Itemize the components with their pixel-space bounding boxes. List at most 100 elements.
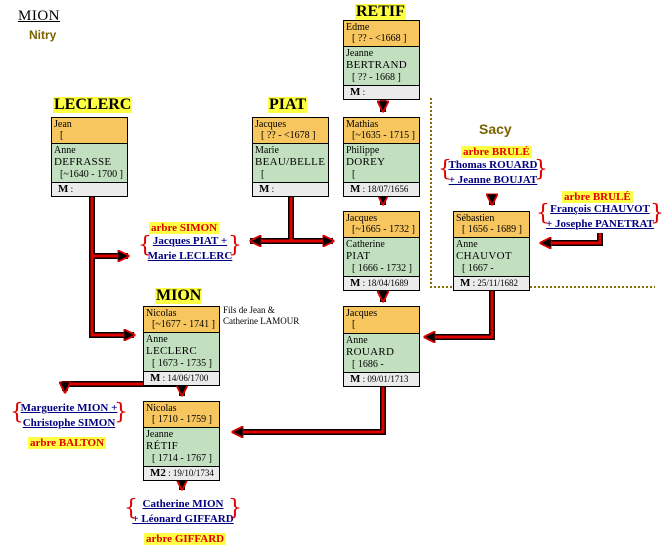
husband-dates: [~1677 - 1741 ]: [152, 319, 215, 330]
husband-cell: Nicolas [~1677 - 1741 ]: [144, 307, 219, 333]
marriage-row: M : 18/04/1689: [344, 277, 419, 290]
couple-card-piat[interactable]: Jacques [ ?? - <1678 ] Marie BEAU/BELLE …: [252, 117, 329, 197]
husband-cell: Mathias [~1635 - 1715 ]: [344, 118, 419, 144]
wife-cell: Anne LECLERC [ 1673 - 1735 ]: [144, 333, 219, 372]
marriage-label: M2: [150, 467, 166, 479]
wife-surname: BERTRAND: [346, 59, 408, 71]
wife-first-name: Jeanne: [346, 48, 374, 59]
family-label-mion: MION: [155, 287, 203, 304]
right-brace-icon: }: [228, 233, 242, 258]
wife-cell: Philippe DOREY [: [344, 144, 419, 183]
couple-card-sebastien[interactable]: Sébastien [ 1656 - 1689 ] Anne CHAUVOT […: [453, 211, 530, 291]
family-label-leclerc: LECLERC: [53, 96, 133, 113]
link-group-balton: { Marguerite MION + Christophe SIMON }: [10, 400, 128, 431]
link-marie-leclerc[interactable]: Marie LECLERC: [147, 250, 233, 262]
link-group-chauvot: { François CHAUVOT + Josephe PANETRAT }: [536, 201, 664, 232]
husband-cell: Jean [: [52, 118, 127, 144]
arbre-simon-label: arbre SIMON: [149, 222, 220, 234]
marriage-label: M: [460, 277, 471, 289]
husband-name: Jean: [54, 119, 72, 130]
marriage-label: M: [259, 183, 270, 195]
wife-cell: Catherine PIAT [ 1666 - 1732 ]: [344, 238, 419, 277]
husband-name: Mathias: [346, 119, 379, 130]
right-brace-icon: }: [228, 496, 242, 521]
marriage-label: M: [350, 183, 361, 195]
sacy-region-border: [430, 98, 655, 288]
husband-dates: [~1665 - 1732 ]: [352, 224, 415, 235]
right-brace-icon: }: [650, 201, 664, 226]
wife-cell: Jeanne BERTRAND [ ?? - 1668 ]: [344, 47, 419, 86]
marriage-row: M : 18/07/1656: [344, 183, 419, 196]
wife-dates: [: [352, 169, 356, 180]
marriage-date: :: [271, 184, 275, 194]
marriage-label: M: [350, 277, 361, 289]
right-brace-icon: }: [534, 157, 548, 182]
link-christophe-simon[interactable]: Christophe SIMON: [22, 417, 116, 429]
wife-cell: Anne ROUARD [ 1686 -: [344, 334, 419, 373]
link-josephe-panetrat[interactable]: + Josephe PANETRAT: [546, 218, 654, 230]
wife-first-name: Philippe: [346, 145, 380, 156]
couple-card-retif[interactable]: Edme [ ?? - <1668 ] Jeanne BERTRAND [ ??…: [343, 20, 420, 100]
link-catherine-mion[interactable]: Catherine MION: [142, 498, 224, 510]
husband-dates: [ 1656 - 1689 ]: [462, 224, 522, 235]
wife-cell: Anne CHAUVOT [ 1667 -: [454, 238, 529, 277]
link-group-giffard: { Catherine MION + Léonard GIFFARD }: [124, 496, 242, 527]
husband-dates: [: [352, 319, 356, 330]
wife-first-name: Anne: [54, 145, 76, 156]
wife-surname: LECLERC: [146, 345, 197, 357]
husband-cell: Sébastien [ 1656 - 1689 ]: [454, 212, 529, 238]
wife-dates: [: [261, 169, 265, 180]
couple-card-jacques-piat[interactable]: Jacques [~1665 - 1732 ] Catherine PIAT […: [343, 211, 420, 291]
marriage-label: M: [58, 183, 69, 195]
husband-dates: [ ?? - <1678 ]: [261, 130, 316, 141]
couple-card-nicolas-retif[interactable]: Nicolas [ 1710 - 1759 ] Jeanne RÉTIF [ 1…: [143, 401, 220, 481]
husband-dates: [: [60, 130, 64, 141]
husband-name: Nicolas: [146, 308, 177, 319]
wife-cell: Anne DEFRASSE [~1640 - 1700 ]: [52, 144, 127, 183]
husband-dates: [~1635 - 1715 ]: [352, 130, 415, 141]
marriage-row: M : 14/06/1700: [144, 372, 219, 385]
arbre-giffard-label: arbre GIFFARD: [144, 533, 227, 545]
wife-first-name: Catherine: [346, 239, 385, 250]
wife-surname: DEFRASSE: [54, 156, 112, 168]
marriage-date: : 14/06/1700: [162, 373, 209, 383]
link-thomas-rouard[interactable]: Thomas ROUARD: [448, 159, 538, 171]
marriage-label: M: [350, 86, 361, 98]
marriage-row: M :: [344, 86, 419, 99]
marriage-row: M :: [52, 183, 127, 196]
link-francois-chauvot[interactable]: François CHAUVOT: [550, 203, 650, 215]
link-leonard-giffard[interactable]: + Léonard GIFFARD: [132, 513, 234, 525]
arbre-balton-label: arbre BALTON: [28, 437, 107, 449]
wife-surname: PIAT: [346, 250, 371, 262]
husband-cell: Jacques [ ?? - <1678 ]: [253, 118, 328, 144]
couple-card-jacques-rouard[interactable]: Jacques [ Anne ROUARD [ 1686 - M : 09/01…: [343, 306, 420, 387]
region-label-sacy: Sacy: [479, 121, 512, 137]
husband-cell: Jacques [~1665 - 1732 ]: [344, 212, 419, 238]
left-brace-icon: {: [438, 157, 452, 182]
marriage-row: M : 25/11/1682: [454, 277, 529, 290]
couple-card-nicolas-leclerc[interactable]: Nicolas [~1677 - 1741 ] Anne LECLERC [ 1…: [143, 306, 220, 386]
page-title: MION: [18, 8, 60, 24]
parents-note-line1: Fils de Jean &: [223, 305, 275, 315]
husband-name: Edme: [346, 22, 370, 33]
couple-card-mathias[interactable]: Mathias [~1635 - 1715 ] Philippe DOREY […: [343, 117, 420, 197]
wife-cell: Jeanne RÉTIF [ 1714 - 1767 ]: [144, 428, 219, 467]
parents-note: Fils de Jean & Catherine LAMOUR: [223, 305, 299, 327]
wife-dates: [ 1667 -: [462, 263, 494, 274]
husband-dates: [ 1710 - 1759 ]: [152, 414, 212, 425]
marriage-label: M: [150, 372, 161, 384]
link-jacques-piat[interactable]: Jacques PIAT +: [152, 235, 228, 247]
marriage-date: : 25/11/1682: [472, 278, 519, 288]
marriage-date: : 19/10/1734: [168, 468, 214, 478]
right-brace-icon: }: [114, 400, 128, 425]
marriage-row: M :: [253, 183, 328, 196]
left-brace-icon: {: [124, 496, 138, 521]
left-brace-icon: {: [10, 400, 24, 425]
marriage-date: :: [70, 184, 74, 194]
left-brace-icon: {: [536, 201, 550, 226]
couple-card-leclerc[interactable]: Jean [ Anne DEFRASSE [~1640 - 1700 ] M :: [51, 117, 128, 197]
link-marguerite-mion[interactable]: Marguerite MION +: [20, 402, 118, 414]
wife-dates: [ ?? - 1668 ]: [352, 72, 401, 83]
link-jeanne-boujat[interactable]: + Jeanne BOUJAT: [448, 174, 538, 186]
